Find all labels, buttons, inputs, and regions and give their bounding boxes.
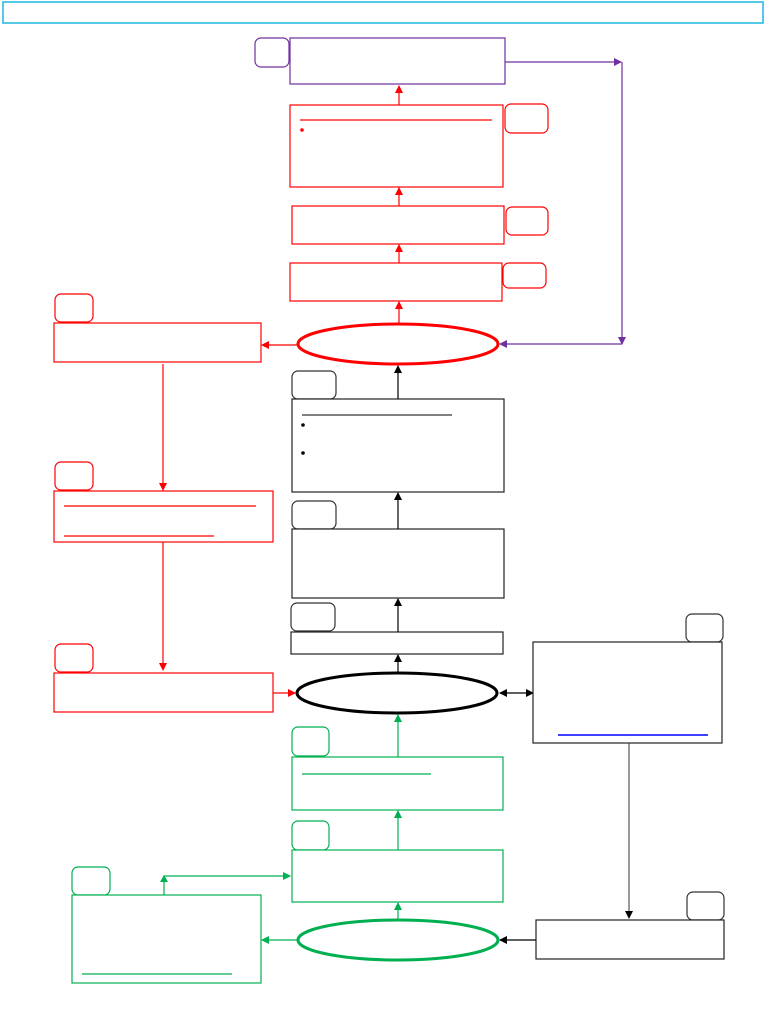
- red-side-1-tag: [54, 293, 94, 323]
- black-step-3-rect: [291, 398, 505, 493]
- green-step-2-tag: [291, 726, 330, 757]
- red-side-2-box[interactable]: [53, 461, 274, 543]
- green-side-tag: [71, 866, 111, 896]
- red-side-1-box[interactable]: [53, 293, 262, 363]
- red-side-2-tag: [54, 461, 94, 491]
- outcome-box[interactable]: [254, 37, 506, 85]
- info-box-tag: [685, 613, 724, 643]
- red-step-1-box[interactable]: [289, 262, 547, 302]
- green-side-box[interactable]: [71, 866, 262, 984]
- black-step-3-tag: [291, 370, 337, 400]
- green-step-2-box[interactable]: [291, 726, 504, 811]
- red-step-2-tag: [505, 206, 549, 236]
- red-step-2-rect: [291, 205, 505, 245]
- black-step-2-rect: [291, 528, 505, 599]
- red-step-3-rect: [289, 104, 504, 188]
- red-step-1-tag: [502, 262, 547, 289]
- info-box-rect: [532, 641, 723, 744]
- bullet-icon: [301, 451, 305, 455]
- entry-box-tag: [686, 891, 725, 921]
- outcome-rect: [289, 37, 506, 85]
- red-side-3-rect: [53, 672, 274, 713]
- black-step-2-tag: [291, 500, 337, 530]
- red-step-2-box[interactable]: [291, 205, 549, 245]
- green-step-1-rect: [291, 849, 504, 903]
- info-box[interactable]: [532, 613, 724, 744]
- edge-green-side-to-step-1: [160, 872, 291, 895]
- edge-outcome-to-red-decision: [499, 58, 626, 348]
- green-decision-ellipse[interactable]: [296, 918, 500, 962]
- black-step-1-rect: [290, 631, 504, 655]
- bullet-icon: [301, 423, 305, 427]
- black-decision-ellipse[interactable]: [295, 671, 499, 715]
- red-side-3-box[interactable]: [53, 643, 274, 713]
- bullet-icon: [300, 128, 304, 132]
- red-side-1-rect: [53, 322, 262, 363]
- black-step-1-tag: [290, 602, 336, 632]
- black-step-3-box[interactable]: [291, 370, 505, 493]
- red-decision-ellipse[interactable]: [296, 322, 500, 366]
- red-step-3-tag: [504, 103, 549, 134]
- green-step-1-tag: [291, 820, 330, 851]
- red-step-1-rect: [289, 262, 503, 302]
- red-side-2-rect: [53, 490, 274, 543]
- title-bar: [2, 1, 764, 24]
- green-step-2-rect: [291, 756, 504, 811]
- red-step-3-box[interactable]: [289, 103, 549, 188]
- entry-box[interactable]: [535, 891, 725, 960]
- black-step-2-box[interactable]: [291, 500, 505, 599]
- entry-box-rect: [535, 919, 725, 960]
- outcome-tag: [254, 37, 290, 68]
- red-side-3-tag: [54, 643, 94, 673]
- green-side-rect: [71, 894, 262, 984]
- green-step-1-box[interactable]: [291, 820, 504, 903]
- black-step-1-box[interactable]: [290, 602, 504, 655]
